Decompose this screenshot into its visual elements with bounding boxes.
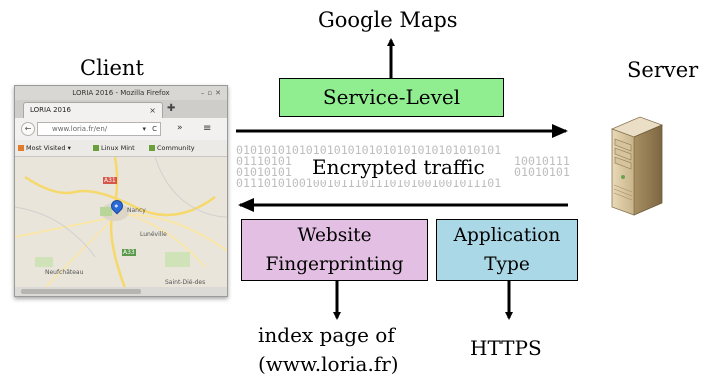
browser-nav-bar: ← www.loria.fr/en/ ▾ C » ≡ <box>15 118 227 140</box>
url-bar[interactable]: www.loria.fr/en/ ▾ C <box>37 122 161 136</box>
google-maps-label: Google Maps <box>318 8 458 32</box>
client-label: Client <box>80 56 144 80</box>
website-fingerprinting-line2: Fingerprinting <box>265 254 404 275</box>
browser-tab-strip: LORIA 2016 × ✚ <box>15 100 227 118</box>
back-icon[interactable]: ← <box>21 122 35 136</box>
application-type-box: Application Type <box>436 219 578 281</box>
browser-tab[interactable]: LORIA 2016 × <box>23 102 163 118</box>
binary-row-2-right: 10010111 <box>514 154 570 168</box>
browser-tab-label: LORIA 2016 <box>30 106 71 114</box>
https-label: HTTPS <box>470 336 542 360</box>
menu-icon[interactable]: ≡ <box>203 123 212 134</box>
map-city-label-luneville: Lunéville <box>140 231 167 238</box>
application-type-line1: Application <box>453 225 561 246</box>
map-city-label-neufchateau: Neufchâteau <box>45 269 84 276</box>
index-page-label-line1: index page of <box>258 323 395 347</box>
bookmarks-bar: Most Visited ▾ Linux Mint Community <box>15 140 227 157</box>
map-city-label-nancy: Nancy <box>127 207 146 214</box>
horizontal-scrollbar[interactable] <box>15 287 227 296</box>
map-road-label-a33: A33 <box>122 249 136 256</box>
index-page-label-line2: (www.loria.fr) <box>258 352 399 376</box>
website-fingerprinting-box: Website Fingerprinting <box>241 219 428 281</box>
service-level-text: Service-Level <box>322 85 461 109</box>
binary-row-1: 01010101010101010101010101010101010101 <box>236 143 502 157</box>
server-label: Server <box>627 58 699 82</box>
website-fingerprinting-line1: Website <box>297 225 372 246</box>
overflow-icon[interactable]: » <box>177 123 183 133</box>
map-road-label-a31: A31 <box>103 177 117 184</box>
map-city-label-saint-die: Saint-Dié-des <box>165 279 206 286</box>
application-type-line2: Type <box>484 254 530 275</box>
encrypted-traffic-label: Encrypted traffic <box>310 154 487 180</box>
browser-title-text: LORIA 2016 - Mozilla Firefox <box>72 89 170 97</box>
tab-close-icon[interactable]: × <box>149 106 156 115</box>
url-text: www.loria.fr/en/ <box>52 125 108 133</box>
map-area[interactable]: A31 Nancy Lunéville Neufchâteau Saint-Di… <box>15 157 227 288</box>
url-dropdown-icon[interactable]: ▾ <box>142 125 146 133</box>
binary-row-3-right: 01010101 <box>514 165 570 179</box>
browser-title-bar: LORIA 2016 - Mozilla Firefox –▫✕ <box>15 86 227 100</box>
reload-icon[interactable]: C <box>152 125 157 133</box>
binary-row-3: 01010101 <box>236 165 292 179</box>
server-icon <box>610 116 664 216</box>
binary-row-4: 01110101001001011101110101001001011101 <box>236 176 502 190</box>
scrollbar-thumb[interactable] <box>21 289 141 294</box>
map-roads <box>15 157 227 288</box>
bookmark-most-visited[interactable]: Most Visited ▾ <box>18 140 71 156</box>
service-level-box: Service-Level <box>279 78 504 117</box>
window-controls-icon[interactable]: –▫✕ <box>200 89 224 97</box>
bookmark-community[interactable]: Community <box>149 140 195 156</box>
client-browser-window: LORIA 2016 - Mozilla Firefox –▫✕ LORIA 2… <box>14 85 228 297</box>
binary-row-2: 01110101 <box>236 154 292 168</box>
bookmark-linux-mint[interactable]: Linux Mint <box>93 140 135 156</box>
new-tab-icon[interactable]: ✚ <box>167 103 176 114</box>
